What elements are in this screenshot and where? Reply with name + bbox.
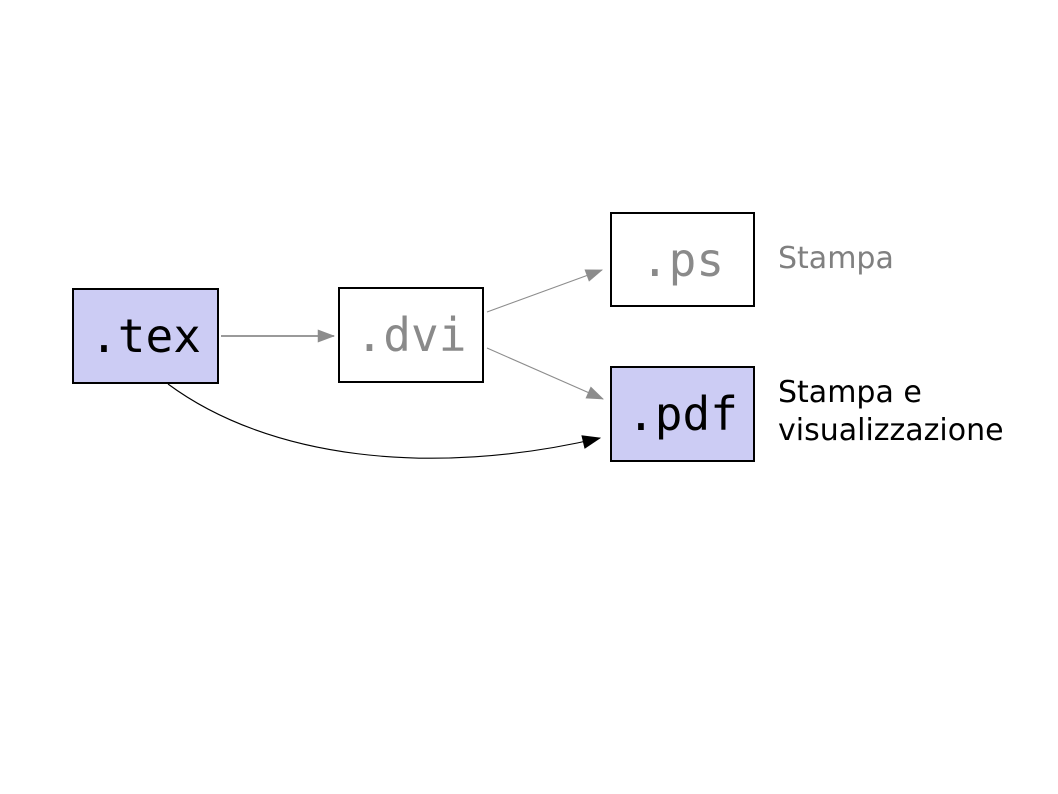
node-pdf-label: .pdf	[627, 387, 738, 441]
node-ps: .ps	[610, 212, 755, 307]
caption-stampa-e-visualizzazione: Stampa e visualizzazione	[778, 375, 1004, 448]
arrow-tex-to-pdf-curved	[167, 383, 602, 459]
node-tex: .tex	[72, 288, 219, 384]
node-dvi: .dvi	[338, 287, 484, 383]
node-tex-label: .tex	[90, 309, 201, 363]
arrow-dvi-to-ps	[486, 269, 604, 313]
caption-stampa: Stampa	[778, 241, 894, 276]
node-dvi-label: .dvi	[355, 308, 467, 362]
node-pdf: .pdf	[610, 366, 755, 462]
arrow-dvi-to-pdf	[486, 347, 604, 400]
node-ps-label: .ps	[640, 232, 725, 287]
